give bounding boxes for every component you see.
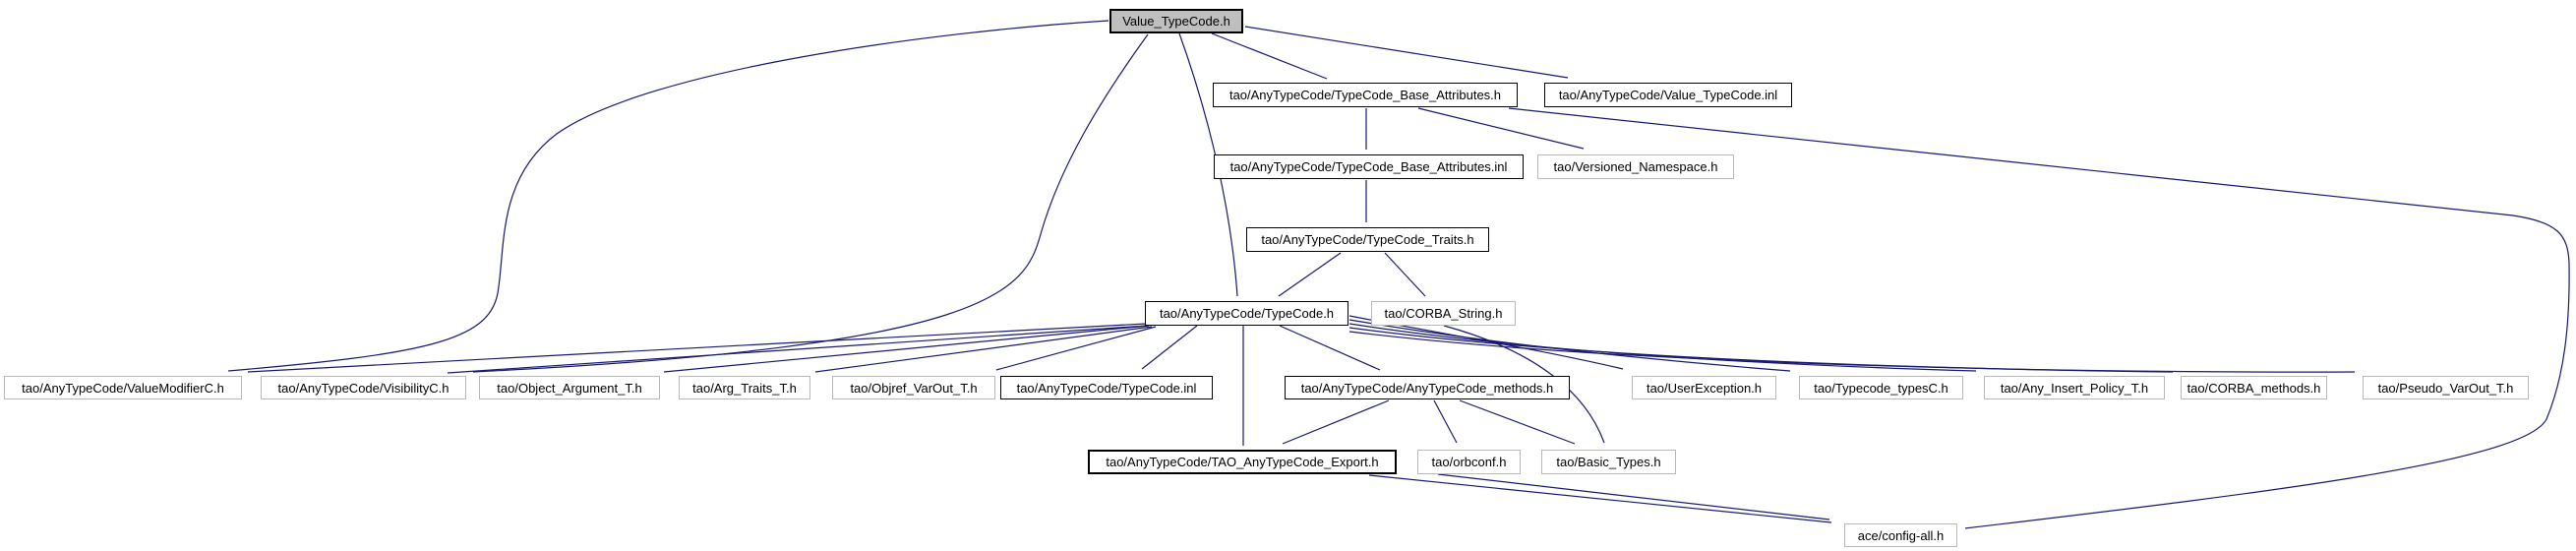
edge-value-typecode-h-to-visibilityc-h [472,33,1149,373]
node-arg-traits-t-h[interactable]: tao/Arg_Traits_T.h [679,376,810,399]
edge-anytypecode-methods-h-to-orbconf-h [1433,399,1458,444]
node-any-insert-policy-t-h[interactable]: tao/Any_Insert_Policy_T.h [1984,376,2165,399]
edge-typecode-h-to-typecode-typesc-h [1348,319,1791,372]
node-value-typecode-inl[interactable]: tao/AnyTypeCode/Value_TypeCode.inl [1544,83,1792,107]
edge-typecode-h-to-typecode-inl [1141,325,1198,370]
edge-value-typecode-h-to-valuemodifierc-h [227,20,1109,372]
edge-tc-base-attributes-h-to-ace-config-all-h [1508,107,2570,529]
edge-typecode-h-to-objref-varout-t-h [995,326,1157,371]
edge-corba-string-h-to-basic-types-h [1443,325,1605,444]
node-typecode-traits-h[interactable]: tao/AnyTypeCode/TypeCode_Traits.h [1246,227,1489,252]
node-ace-config-all-h[interactable]: ace/config-all.h [1844,523,1957,547]
node-object-argument-t-h[interactable]: tao/Object_Argument_T.h [479,376,660,399]
node-typecode-inl[interactable]: tao/AnyTypeCode/TypeCode.inl [1000,376,1213,399]
node-pseudo-varout-t-h[interactable]: tao/Pseudo_VarOut_T.h [2363,376,2529,399]
edge-typecode-h-to-pseudo-varout-t-h [1348,331,2356,373]
edge-typecode-traits-h-to-corba-string-h [1384,252,1426,297]
edge-value-typecode-h-to-tc-base-attributes-h [1211,32,1328,80]
edge-typecode-h-to-arg-traits-t-h [814,326,1153,373]
node-userexception-h[interactable]: tao/UserException.h [1632,376,1776,399]
edge-typecode-h-to-object-argument-t-h [663,325,1150,373]
edge-anytypecode-methods-h-to-tao-anytypecode-export-h [1282,399,1390,445]
node-corba-string-h[interactable]: tao/CORBA_String.h [1371,301,1516,326]
node-tc-base-attributes-inl[interactable]: tao/AnyTypeCode/TypeCode_Base_Attributes… [1214,154,1524,179]
edge-orbconf-h-to-ace-config-all-h [1437,473,1830,520]
node-valuemodifierc-h[interactable]: tao/AnyTypeCode/ValueModifierC.h [4,376,242,399]
node-tao-anytypecode-export-h[interactable]: tao/AnyTypeCode/TAO_AnyTypeCode_Export.h [1088,450,1397,474]
node-objref-varout-t-h[interactable]: tao/Objref_VarOut_T.h [832,376,995,399]
node-corba-methods-h[interactable]: tao/CORBA_methods.h [2181,376,2327,399]
edge-tc-base-attributes-h-to-versioned-namespace-h [1417,107,1585,150]
node-value-typecode-h[interactable]: Value_TypeCode.h [1109,9,1243,33]
node-typecode-h[interactable]: tao/AnyTypeCode/TypeCode.h [1145,301,1348,326]
edge-typecode-h-to-any-insert-policy-t-h [1348,323,1977,372]
edge-value-typecode-h-to-value-typecode-inl [1244,26,1569,79]
node-typecode-typesc-h[interactable]: tao/Typecode_typesC.h [1799,376,1963,399]
edges-group [227,20,2570,529]
edge-typecode-h-to-visibilityc-h [447,325,1148,374]
edge-typecode-h-to-anytypecode-methods-h [1279,325,1381,371]
edge-typecode-h-to-valuemodifierc-h [247,323,1147,373]
node-visibilityc-h[interactable]: tao/AnyTypeCode/VisibilityC.h [261,376,466,399]
node-versioned-namespace-h[interactable]: tao/Versioned_Namespace.h [1537,154,1734,179]
node-anytypecode-methods-h[interactable]: tao/AnyTypeCode/AnyTypeCode_methods.h [1285,376,1570,399]
edge-typecode-traits-h-to-typecode-h [1278,252,1342,297]
edge-tao-anytypecode-export-h-to-ace-config-all-h [1368,474,1832,523]
edge-anytypecode-methods-h-to-basic-types-h [1459,399,1576,445]
node-orbconf-h[interactable]: tao/orbconf.h [1417,450,1521,474]
node-basic-types-h[interactable]: tao/Basic_Types.h [1541,450,1676,474]
node-tc-base-attributes-h[interactable]: tao/AnyTypeCode/TypeCode_Base_Attributes… [1213,83,1518,107]
